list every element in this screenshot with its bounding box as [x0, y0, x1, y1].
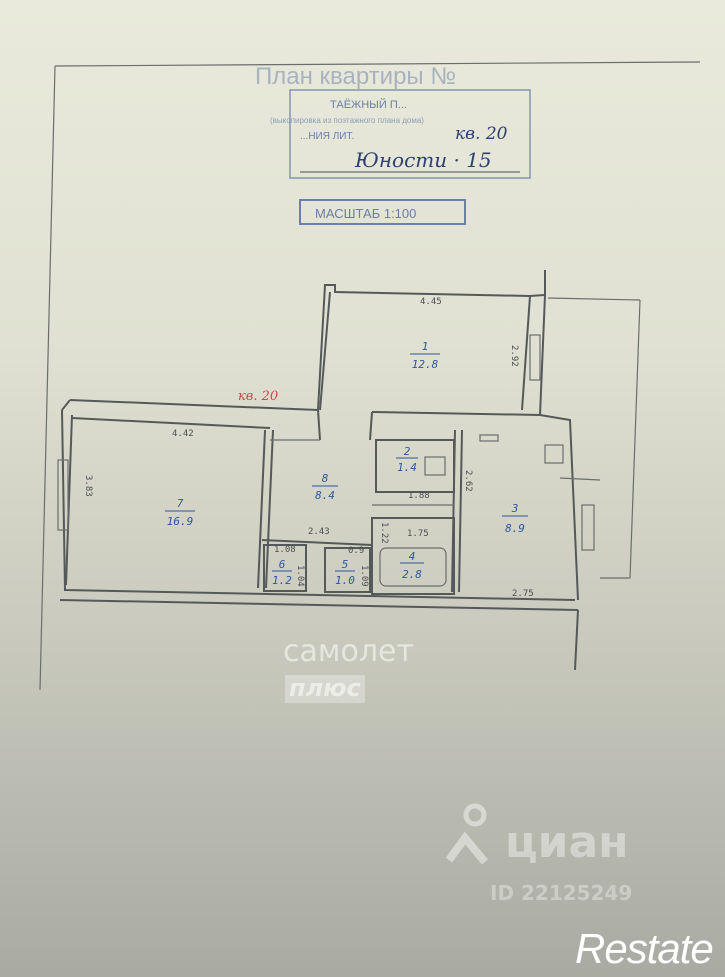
plan-title: План квартиры № [255, 63, 456, 90]
svg-text:1.09: 1.09 [359, 565, 369, 587]
stamp-line-2: (выкопировка из поэтажного плана дома) [270, 116, 424, 125]
svg-text:2.8: 2.8 [402, 568, 422, 581]
cian-listing-id: ID 22125249 [490, 881, 633, 905]
svg-text:0.9: 0.9 [348, 546, 364, 556]
svg-text:7: 7 [177, 497, 184, 510]
svg-text:4.42: 4.42 [172, 429, 194, 439]
svg-text:1.2: 1.2 [272, 574, 292, 587]
restate-brand: Restate [575, 925, 714, 972]
room-labels: 112.8 716.9 88.4 21.4 38.9 61.2 51.0 42.… [165, 340, 528, 587]
svg-text:1.04: 1.04 [295, 565, 305, 587]
svg-text:1.75: 1.75 [407, 529, 429, 539]
svg-text:16.9: 16.9 [167, 515, 194, 528]
svg-text:12.8: 12.8 [412, 358, 439, 371]
svg-text:3: 3 [511, 502, 519, 515]
samolet-watermark-line2: плюс [285, 674, 365, 703]
svg-text:6: 6 [279, 558, 286, 571]
svg-text:4: 4 [409, 550, 416, 563]
room-3: 38.9 [502, 502, 528, 535]
svg-text:2.92: 2.92 [509, 345, 519, 367]
svg-text:1.0: 1.0 [335, 574, 355, 587]
walls [57, 270, 641, 671]
svg-text:2.62: 2.62 [463, 470, 473, 492]
svg-text:5: 5 [342, 558, 349, 571]
apartment-number-handwritten: кв. 20 [455, 124, 508, 144]
title-stamp: План квартиры № ТАЁЖНЫЙ П... (выкопировк… [255, 63, 531, 225]
room-4: 42.8 [400, 550, 424, 581]
restate-logo: Restate [575, 925, 714, 973]
room-7: 716.9 [165, 497, 195, 528]
svg-text:1.4: 1.4 [397, 461, 417, 474]
room-1: 112.8 [410, 340, 440, 371]
svg-text:8.4: 8.4 [315, 489, 335, 502]
svg-text:1.22: 1.22 [379, 522, 389, 544]
sheet-frame [39, 61, 701, 691]
svg-text:2.43: 2.43 [308, 527, 330, 537]
svg-text:2: 2 [404, 445, 411, 458]
scale-stamp: МАСШТАБ 1:100 [315, 206, 416, 221]
street-handwritten: Юности · 15 [354, 148, 492, 172]
samolet-watermark-line1: самолет [283, 634, 414, 669]
svg-text:1.08: 1.08 [274, 545, 296, 555]
cian-brand: циан [505, 817, 629, 868]
stamp-line-3: ...НИЯ ЛИТ. [300, 131, 354, 142]
cian-pin-icon [445, 803, 489, 865]
room-2: 21.4 [396, 445, 418, 474]
room-6: 61.2 [272, 558, 292, 587]
svg-text:1.88: 1.88 [408, 491, 430, 501]
svg-text:3.83: 3.83 [83, 475, 93, 497]
room-5: 51.0 [335, 558, 355, 587]
svg-text:8: 8 [322, 472, 329, 485]
svg-text:1: 1 [422, 340, 429, 353]
apartment-mark: кв. 20 [238, 389, 278, 404]
svg-text:2.75: 2.75 [512, 589, 534, 599]
svg-text:4.45: 4.45 [420, 297, 442, 307]
dimension-labels: 4.45 2.92 4.42 3.83 2.43 1.08 1.04 0.9 1… [83, 297, 534, 599]
svg-text:8.9: 8.9 [505, 522, 525, 535]
room-8: 88.4 [312, 472, 338, 502]
stamp-line-1: ТАЁЖНЫЙ П... [330, 98, 407, 111]
